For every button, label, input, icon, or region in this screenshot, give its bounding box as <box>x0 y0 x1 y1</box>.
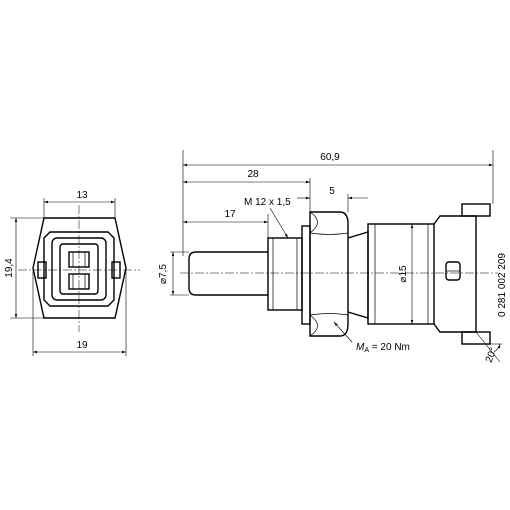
hex-nut <box>309 211 349 337</box>
connector-housing <box>43 231 115 307</box>
dim-28-label: 28 <box>247 169 259 180</box>
dim-17-label: 17 <box>224 209 236 220</box>
front-view <box>18 205 140 332</box>
connector-body <box>433 215 477 333</box>
angle-label: 20° <box>484 346 500 364</box>
sealing-washer <box>301 225 311 325</box>
torque-label: MA = 20 Nm <box>356 342 410 354</box>
side-dimensions: 60,9 28 5 17 M 12 x 1,5 ⌀7,5 ⌀15 MA = 20… <box>158 150 508 364</box>
dim-15-label: ⌀15 <box>398 265 409 283</box>
thread-label: M 12 x 1,5 <box>244 197 291 208</box>
front-dimensions: 13 19,4 19 <box>4 190 127 356</box>
connector-tab-bottom <box>461 331 491 345</box>
dim-7-5-label: ⌀7,5 <box>158 264 169 284</box>
dim-13-label: 13 <box>76 190 88 201</box>
sensor-tip <box>188 251 268 296</box>
dim-19-4-label: 19,4 <box>4 258 15 278</box>
side-view <box>180 203 498 345</box>
dim-19-label: 19 <box>76 340 88 351</box>
dim-60-9-label: 60,9 <box>320 152 340 163</box>
part-number: 0 281 002 209 <box>497 253 508 317</box>
dim-5-label: 5 <box>329 186 335 197</box>
sensor-body <box>367 223 435 325</box>
body-collar <box>347 231 369 319</box>
connector-tab-top <box>461 203 491 217</box>
